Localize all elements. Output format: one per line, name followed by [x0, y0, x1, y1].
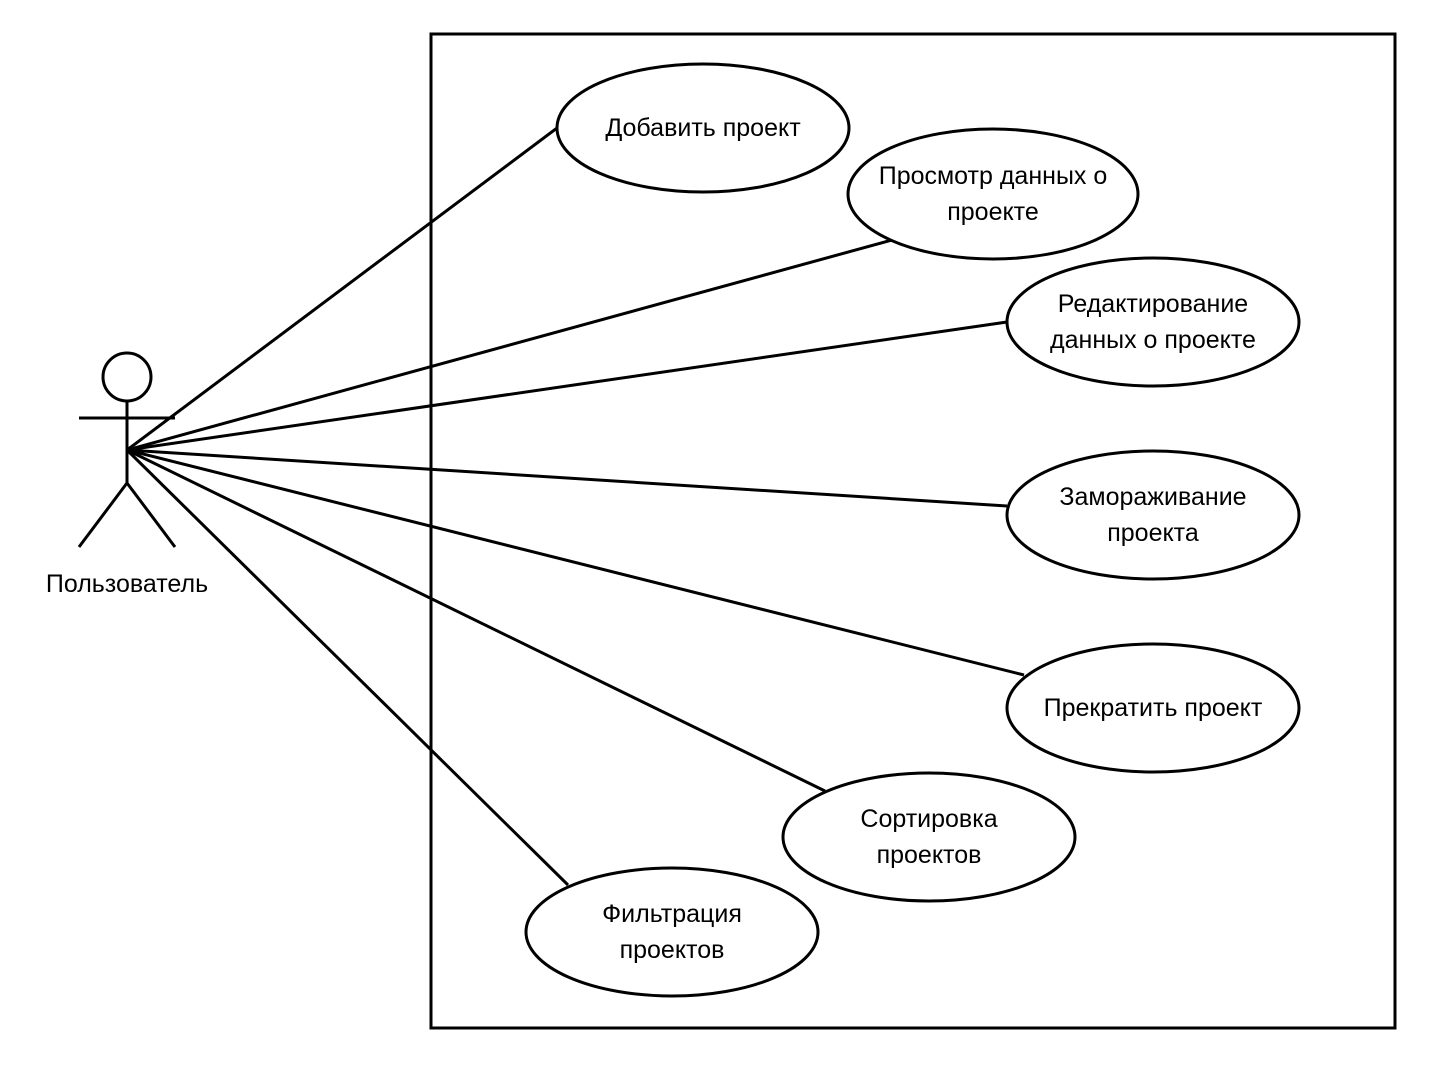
use-case-label: проекта	[1107, 519, 1199, 547]
use-case-label: Замораживание	[1059, 483, 1246, 511]
association-edit-project	[126, 320, 1008, 452]
use-case-view-project[interactable]: Просмотр данных о проекте	[846, 127, 1140, 261]
system-boundary	[429, 32, 1397, 1030]
association-view-project	[126, 238, 893, 452]
use-case-terminate-project[interactable]: Прекратить проект	[1005, 642, 1301, 774]
use-case-ellipse	[1005, 642, 1301, 774]
use-case-ellipse	[1005, 449, 1301, 581]
actor-head-icon	[101, 351, 153, 403]
use-case-sort-projects[interactable]: Сортировка проектов	[781, 771, 1077, 903]
use-case-ellipse	[846, 127, 1140, 261]
use-case-label: Добавить проект	[605, 114, 801, 142]
actor-left-leg	[77, 482, 129, 548]
use-case-label: Прекратить проект	[1044, 694, 1263, 722]
use-case-edit-project[interactable]: Редактирование данных о проекте	[1005, 256, 1301, 388]
use-case-ellipse	[524, 866, 820, 998]
use-case-label: проекте	[947, 198, 1039, 226]
actor-right-leg	[125, 482, 177, 548]
use-case-label: данных о проекте	[1050, 326, 1256, 354]
use-case-label: Фильтрация	[602, 900, 742, 928]
association-sort-projects	[126, 448, 826, 793]
association-terminate-project	[126, 448, 1025, 677]
use-case-label: проектов	[620, 936, 725, 964]
association-filter-projects	[125, 448, 570, 887]
use-case-ellipse	[555, 62, 851, 194]
use-case-freeze-project[interactable]: Замораживание проекта	[1005, 449, 1301, 581]
association-freeze-project	[126, 448, 1008, 508]
actor-label: Пользователь	[46, 570, 208, 598]
use-case-add-project[interactable]: Добавить проект	[555, 62, 851, 194]
use-case-ellipse	[781, 771, 1077, 903]
actor[interactable]: Пользователь	[46, 351, 208, 598]
use-case-label: Редактирование	[1058, 290, 1248, 318]
associations	[125, 126, 1025, 887]
use-case-label: Просмотр данных о	[879, 162, 1108, 190]
use-case-ellipse	[1005, 256, 1301, 388]
use-case-label: проектов	[877, 841, 982, 869]
association-add-project	[126, 126, 558, 452]
use-case-filter-projects[interactable]: Фильтрация проектов	[524, 866, 820, 998]
use-case-label: Сортировка	[860, 805, 997, 833]
